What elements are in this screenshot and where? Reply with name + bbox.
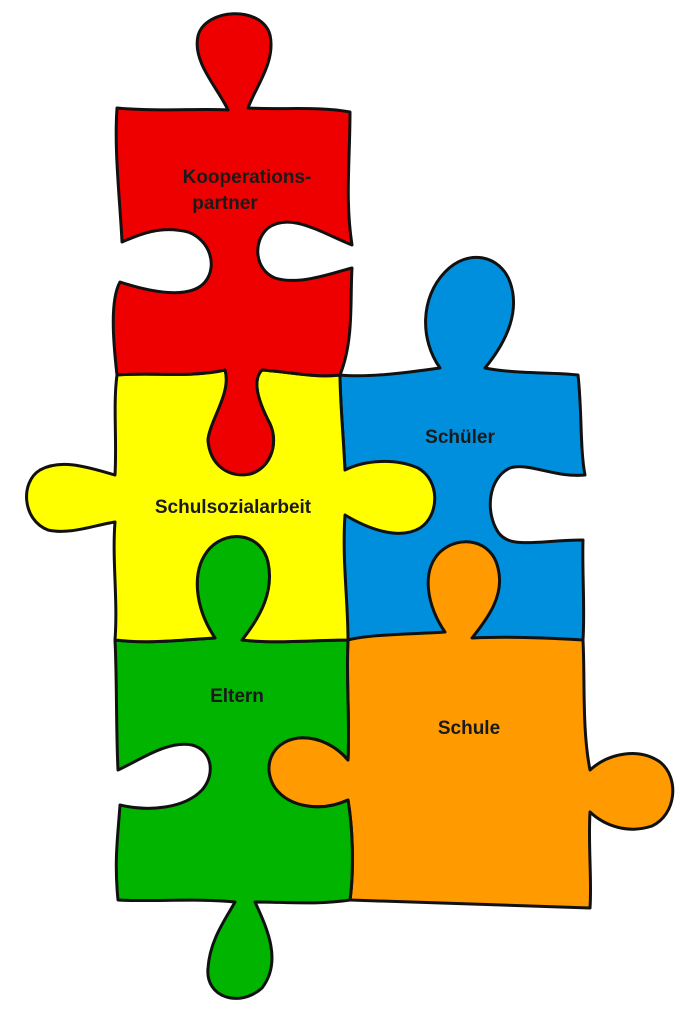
- label-eltern: Eltern: [210, 686, 264, 707]
- label-schulsozialarbeit: Schulsozialarbeit: [155, 497, 312, 518]
- piece-shape-kooperationspartner: [111, 12, 354, 477]
- label-schueler: Schüler: [425, 427, 495, 448]
- label-kooperationspartner-line2: partner: [192, 193, 258, 214]
- label-kooperationspartner-line1: Kooperations-: [183, 167, 312, 188]
- puzzle-piece-kooperationspartner: [111, 12, 354, 477]
- label-schule: Schule: [438, 718, 500, 739]
